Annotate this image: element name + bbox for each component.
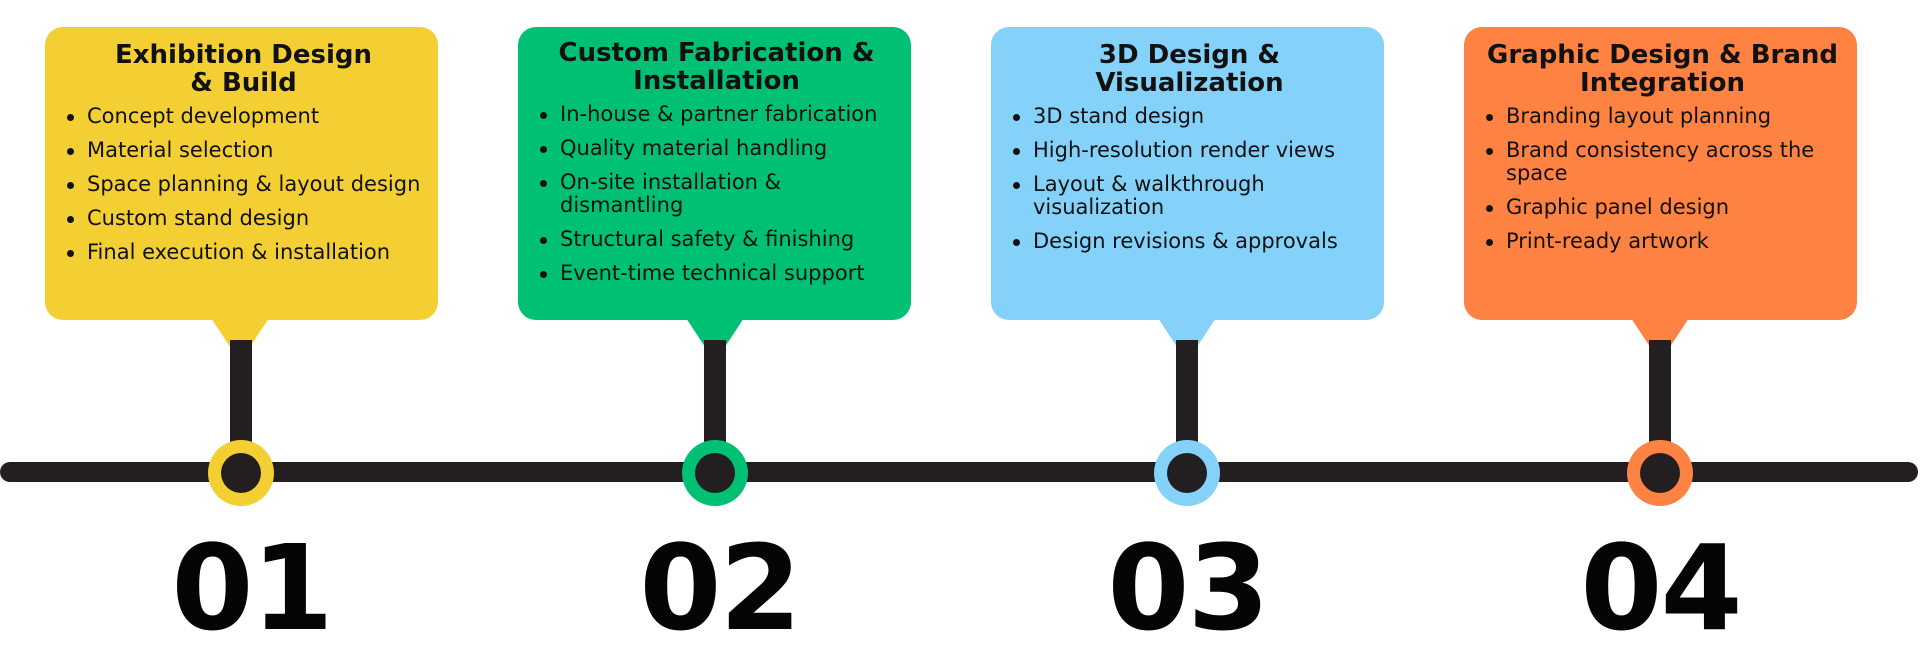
list-item: Branding layout planning [1482, 105, 1843, 128]
node-center [1640, 453, 1680, 493]
list-item: Custom stand design [63, 207, 424, 230]
stage-3: 3D Design & Visualization 3D stand desig… [991, 0, 1384, 648]
list-item: Final execution & installation [63, 241, 424, 264]
connector-stem [1176, 340, 1198, 468]
connector-stem [1649, 340, 1671, 468]
list-item: In-house & partner fabrication [536, 103, 897, 126]
stage-card: 3D Design & Visualization 3D stand desig… [991, 27, 1384, 320]
node-center [221, 453, 261, 493]
stage-title: Custom Fabrication & Installation [558, 38, 875, 96]
stage-number: 04 [1580, 519, 1742, 657]
list-item: On-site installation & dismantling [536, 171, 897, 217]
stage-title: Exhibition Design & Build [115, 40, 372, 98]
stage-number: 03 [1107, 519, 1269, 657]
stage-2: Custom Fabrication & Installation In-hou… [518, 0, 911, 648]
stage-item-list: In-house & partner fabrication Quality m… [536, 103, 897, 285]
list-item: Event-time technical support [536, 262, 897, 285]
list-item: 3D stand design [1009, 105, 1370, 128]
stage-item-list: Concept development Material selection S… [63, 105, 424, 264]
list-item: High-resolution render views [1009, 139, 1370, 162]
stage-card: Exhibition Design & Build Concept develo… [45, 27, 438, 320]
timeline-node [1154, 440, 1220, 506]
list-item: Design revisions & approvals [1009, 230, 1370, 253]
stage-1: Exhibition Design & Build Concept develo… [45, 0, 438, 648]
stage-card: Graphic Design & Brand Integration Brand… [1464, 27, 1857, 320]
list-item: Concept development [63, 105, 424, 128]
timeline-node [1627, 440, 1693, 506]
stage-4: Graphic Design & Brand Integration Brand… [1464, 0, 1857, 648]
stage-item-list: Branding layout planning Brand consisten… [1482, 105, 1843, 253]
timeline-node [682, 440, 748, 506]
list-item: Quality material handling [536, 137, 897, 160]
list-item: Print-ready artwork [1482, 230, 1843, 253]
stage-number: 02 [639, 519, 801, 657]
list-item: Layout & walkthrough visualization [1009, 173, 1370, 219]
timeline-line [0, 462, 1918, 482]
node-center [695, 453, 735, 493]
list-item: Material selection [63, 139, 424, 162]
stage-number: 01 [171, 519, 333, 657]
stage-title: 3D Design & Visualization [1095, 40, 1284, 98]
stage-card: Custom Fabrication & Installation In-hou… [518, 27, 911, 320]
connector-stem [230, 340, 252, 468]
list-item: Space planning & layout design [63, 173, 424, 196]
list-item: Structural safety & finishing [536, 228, 897, 251]
node-center [1167, 453, 1207, 493]
stage-item-list: 3D stand design High-resolution render v… [1009, 105, 1370, 253]
stage-title: Graphic Design & Brand Integration [1486, 40, 1838, 98]
list-item: Brand consistency across the space [1482, 139, 1843, 185]
timeline-node [208, 440, 274, 506]
connector-stem [704, 340, 726, 468]
list-item: Graphic panel design [1482, 196, 1843, 219]
